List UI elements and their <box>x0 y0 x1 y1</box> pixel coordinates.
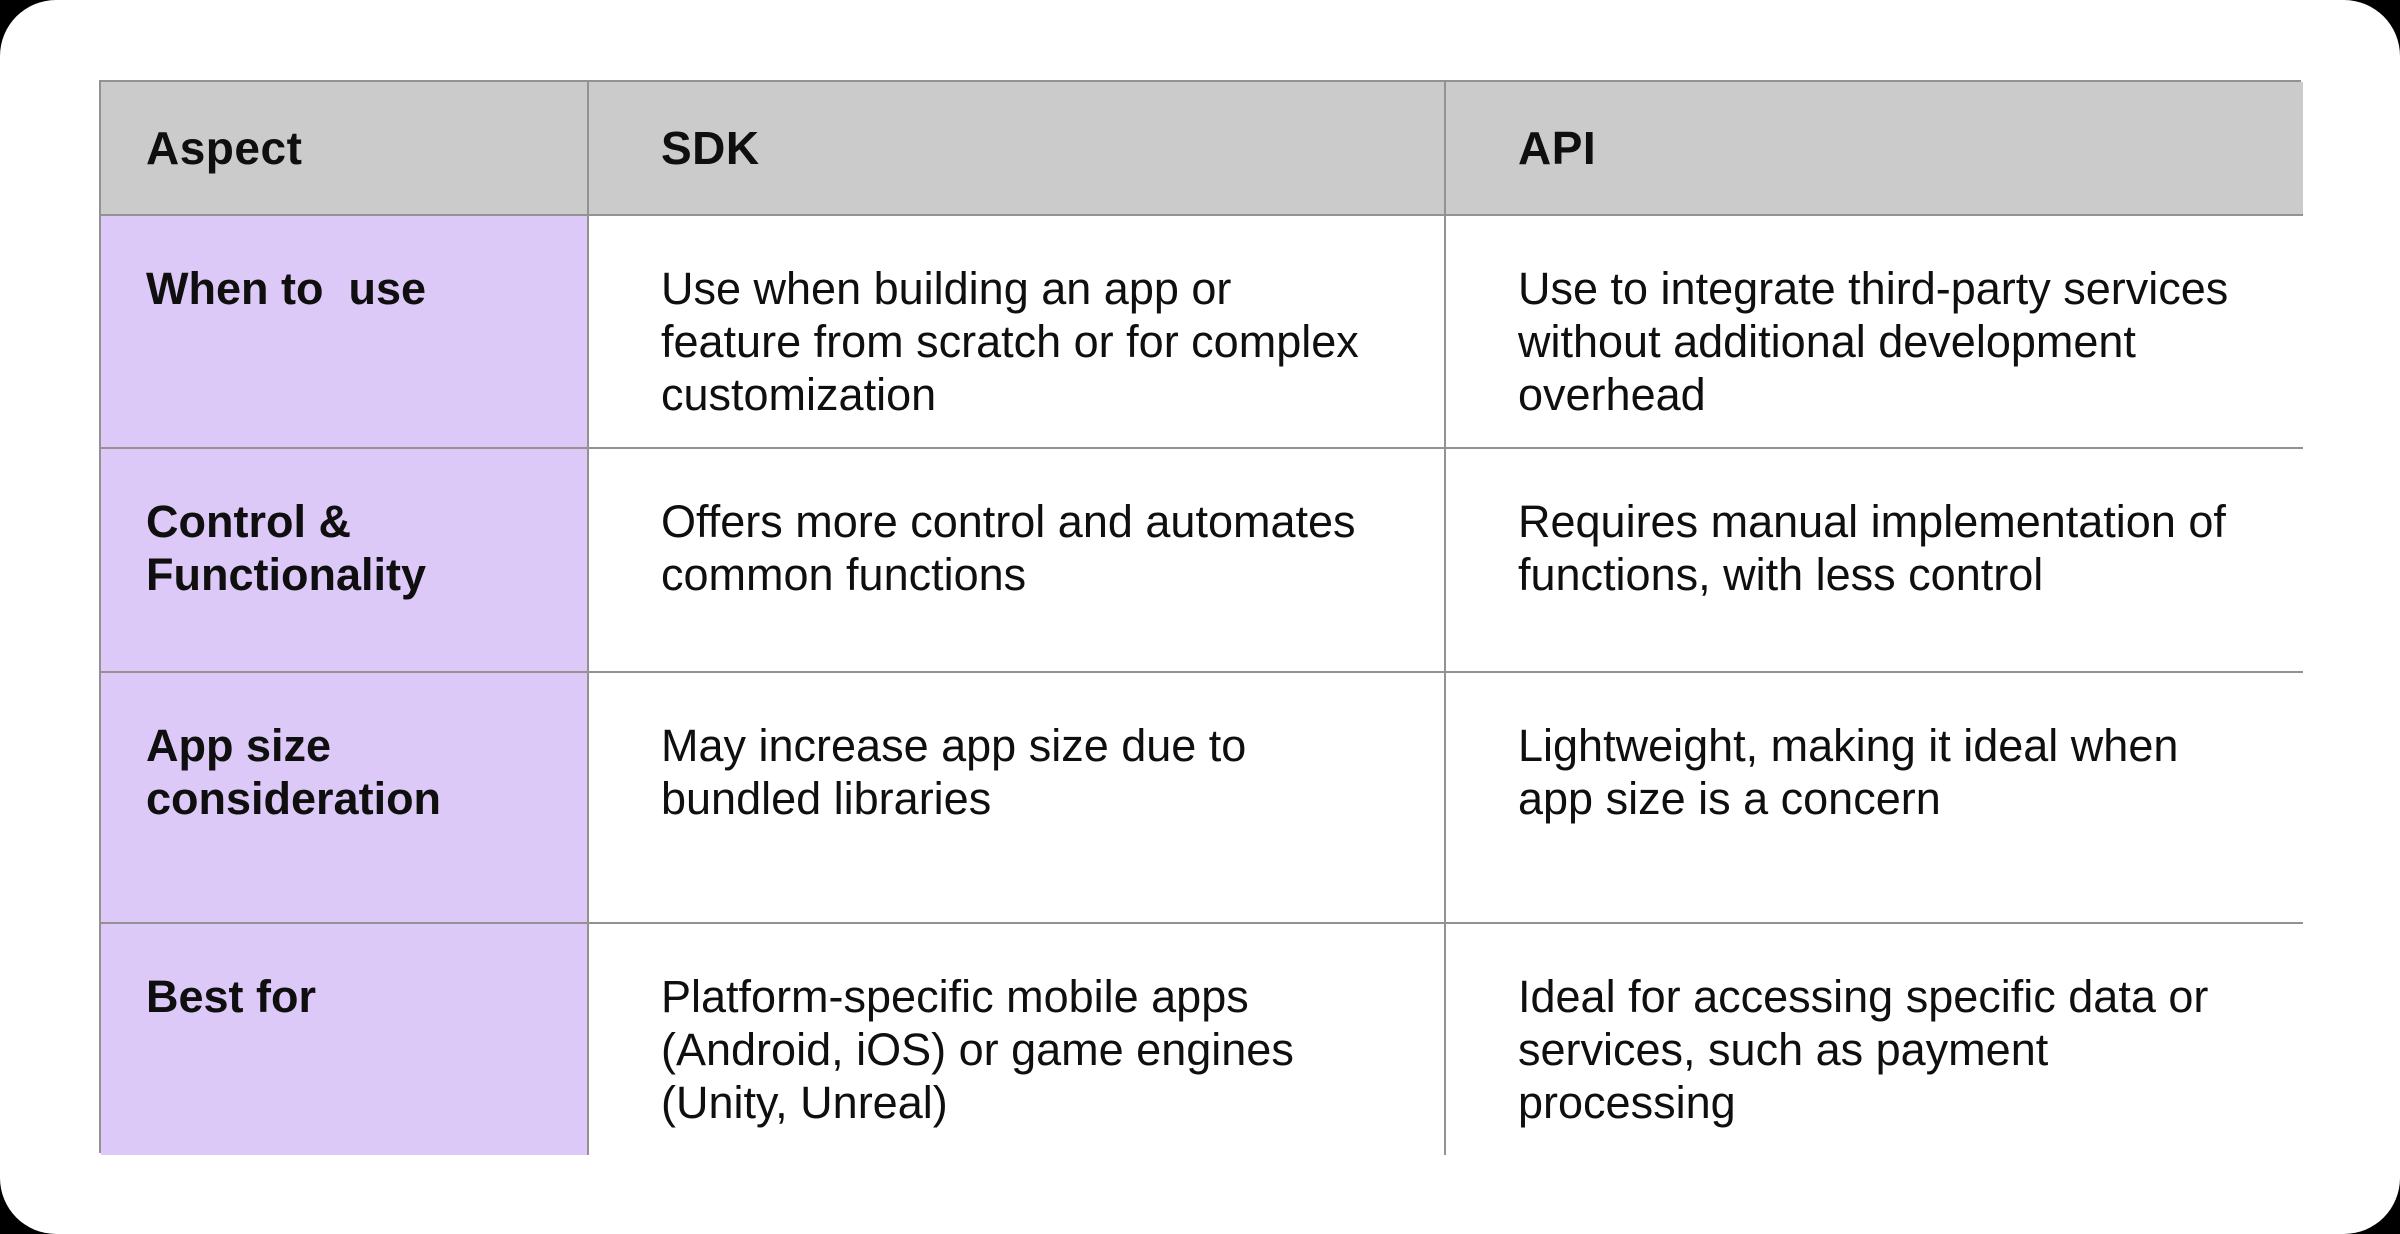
cell-best-for-sdk: Platform-specific mobile apps (Android, … <box>589 924 1446 1155</box>
cell-best-for-api: Ideal for accessing specific data or ser… <box>1446 924 2303 1155</box>
row-label-control-functionality: Control & Functionality <box>101 449 589 673</box>
cell-when-to-use-api: Use to integrate third-party services wi… <box>1446 216 2303 449</box>
header-cell-sdk: SDK <box>589 82 1446 216</box>
cell-control-functionality-api: Requires manual implementation of functi… <box>1446 449 2303 673</box>
cell-when-to-use-sdk: Use when building an app or feature from… <box>589 216 1446 449</box>
row-label-when-to-use: When to use <box>101 216 589 449</box>
cell-app-size-sdk: May increase app size due to bundled lib… <box>589 673 1446 924</box>
comparison-table: Aspect SDK API When to use Use when buil… <box>99 80 2303 1155</box>
cell-control-functionality-sdk: Offers more control and automates common… <box>589 449 1446 673</box>
row-label-best-for: Best for <box>101 924 589 1155</box>
row-label-app-size: App size consideration <box>101 673 589 924</box>
header-cell-api: API <box>1446 82 2303 216</box>
header-cell-aspect: Aspect <box>101 82 589 216</box>
cell-app-size-api: Lightweight, making it ideal when app si… <box>1446 673 2303 924</box>
